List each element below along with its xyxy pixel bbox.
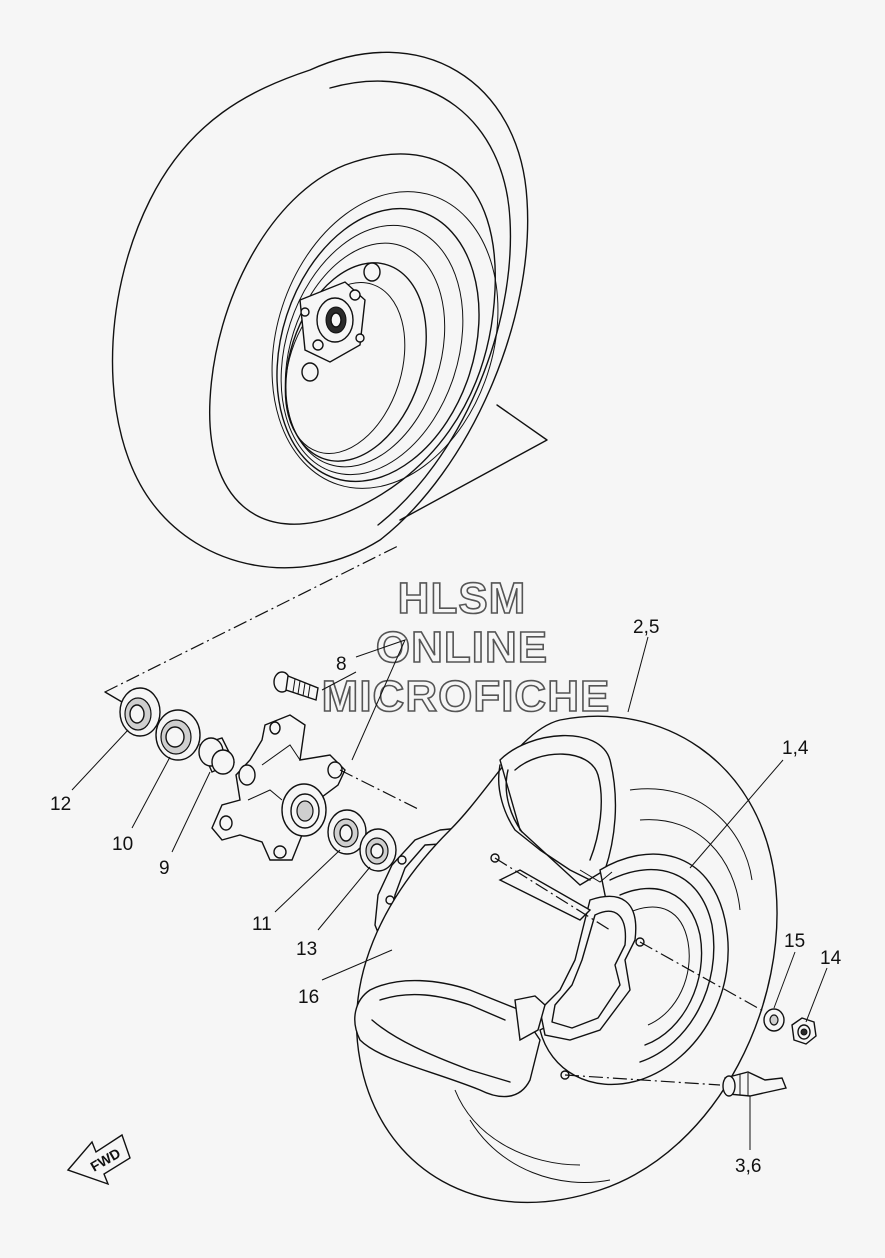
part-12-bearing[interactable] [119, 687, 161, 737]
rim-upper-band [498, 764, 613, 883]
part-9-collar[interactable] [198, 737, 235, 775]
callout-11: 11 [252, 914, 272, 935]
callout-3-6: 3,6 [735, 1156, 761, 1177]
assembled-wheel [111, 51, 548, 569]
leader-lines [71, 636, 828, 1150]
callout-14: 14 [820, 948, 842, 969]
part-13-seal[interactable] [359, 828, 397, 872]
tire-inner-half[interactable] [354, 869, 592, 1098]
callout-9: 9 [159, 858, 170, 879]
watermark-line-2: ONLINE [376, 623, 548, 672]
part-14-nut[interactable] [791, 1017, 817, 1045]
callout-13: 13 [296, 939, 317, 960]
part-10-seal[interactable] [155, 709, 201, 761]
callout-2-5: 2,5 [633, 617, 659, 638]
axis-line [104, 544, 401, 693]
callout-15: 15 [784, 931, 805, 952]
front-hub[interactable] [211, 714, 346, 861]
stud-axis-line [494, 857, 611, 931]
rim-halves[interactable] [490, 853, 729, 1085]
part-8-bolt[interactable] [273, 671, 319, 701]
watermark: HLSM ONLINE MICROFICHE [321, 573, 611, 722]
callout-1-4: 1,4 [782, 738, 809, 759]
callout-10: 10 [112, 834, 133, 855]
watermark-line-1: HLSM [398, 574, 527, 623]
part-15-washer[interactable] [763, 1008, 785, 1032]
callout-12: 12 [50, 794, 71, 815]
callout-16: 16 [298, 987, 319, 1008]
callouts: 2,5 1,4 8 12 10 9 11 13 16 15 14 3,6 [50, 617, 842, 1177]
part-11-bearing[interactable] [327, 809, 367, 855]
watermark-line-3: MICROFICHE [322, 672, 611, 721]
hub-axis-line [339, 769, 421, 811]
fwd-arrow-icon: FWD [66, 1133, 131, 1186]
callout-8: 8 [336, 654, 347, 675]
valve-axis-line [564, 1074, 721, 1086]
part-3-6-valve[interactable] [722, 1071, 787, 1097]
